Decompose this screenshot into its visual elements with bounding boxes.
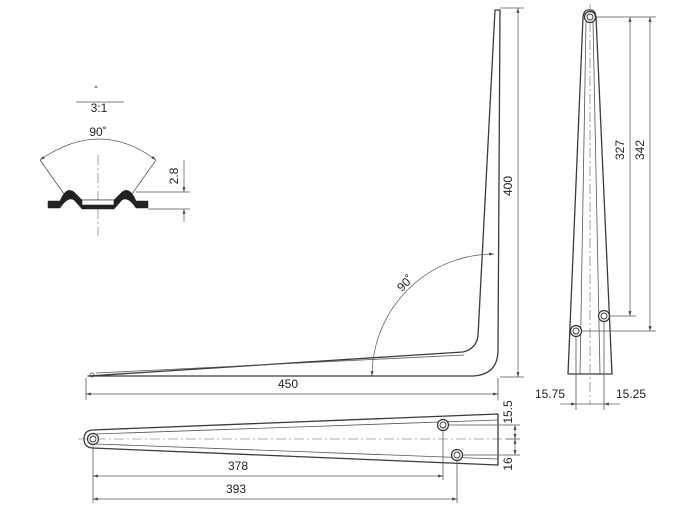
end-view: 327 342 15.75 15.25 [535, 4, 656, 410]
detail-profile-section [47, 190, 149, 210]
bracket-angle-label: 90˚ [394, 272, 416, 294]
upright-width-right-label: 15.25 [616, 387, 646, 401]
upright-width-left-label: 15.75 [535, 387, 565, 401]
bracket-outline [87, 9, 501, 377]
detail-height-label: 2.8 [167, 167, 181, 184]
arm-outline [83, 413, 499, 466]
arm-hole-top-inner [439, 421, 447, 429]
length-label: 450 [278, 377, 298, 391]
arm-hole-left-inner [89, 435, 97, 443]
upright-hole-top-inner [586, 13, 594, 21]
detail-profile-slot [81, 199, 115, 206]
arm-width-bottom-label: 16 [501, 457, 515, 471]
upright-dim-327-label: 327 [613, 140, 627, 160]
top-view: 378 393 15.5 16 [78, 400, 520, 503]
upright-hole-right-inner [600, 312, 608, 320]
detail-angle-leg-left [39, 159, 65, 195]
upright-outline [567, 9, 613, 375]
arm-dim-393-label: 393 [226, 482, 246, 496]
detail-dash: - [94, 79, 98, 93]
detail-view: - 3:1 90˚ 2.8 [39, 79, 190, 236]
detail-angle-leg-right [131, 159, 157, 195]
arm-inner-bottom [95, 443, 499, 460]
arm-width-top-label: 15.5 [501, 400, 515, 424]
upright-inner-left [579, 21, 587, 375]
bracket-end-hole [89, 372, 95, 378]
arm-dim-378-label: 378 [228, 459, 248, 473]
upright-dim-342-label: 342 [633, 140, 647, 160]
detail-angle-label: 90˚ [89, 125, 106, 139]
side-view: 90˚ 450 400 [85, 7, 524, 400]
detail-angle-arc [39, 138, 157, 161]
arm-hole-bottom-inner [453, 451, 461, 459]
height-label: 400 [501, 176, 515, 196]
bracket-angle-arc [370, 252, 495, 377]
bracket-inner-line [95, 354, 465, 374]
upright-hole-left-inner [572, 327, 580, 335]
arm-inner-top [95, 419, 499, 435]
detail-scale: 3:1 [91, 101, 108, 115]
